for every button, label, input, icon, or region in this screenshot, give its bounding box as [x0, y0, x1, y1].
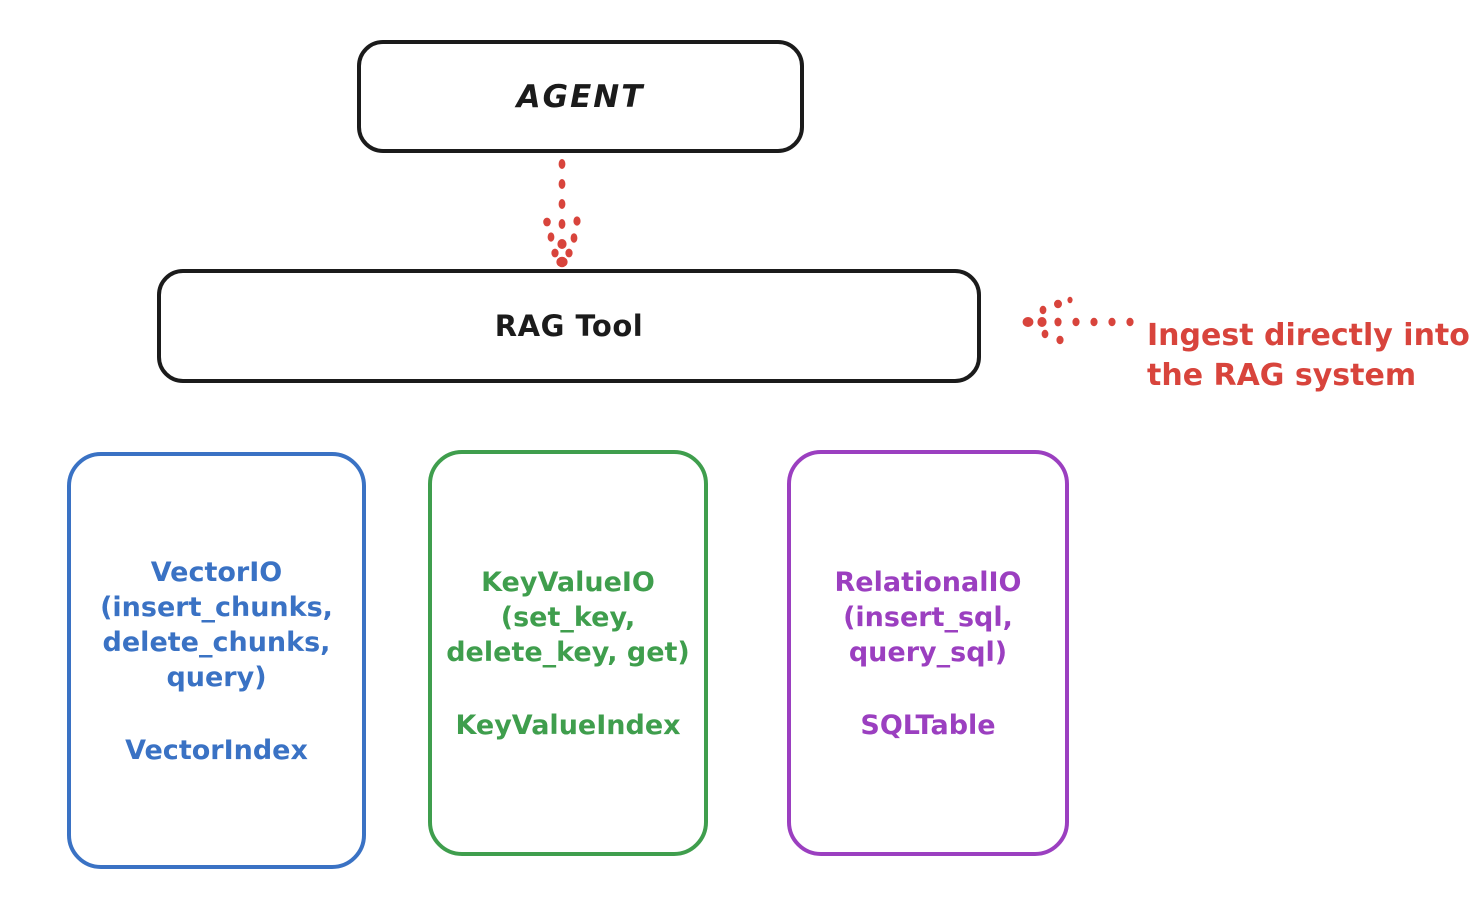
node-rag-tool[interactable]: RAG Tool	[157, 269, 981, 383]
node-key-value-io-sublabel: KeyValueIndex	[455, 710, 681, 742]
node-vector-io[interactable]: VectorIO (insert_chunks, delete_chunks, …	[67, 452, 366, 869]
node-rag-tool-label: RAG Tool	[494, 309, 644, 343]
node-relational-io-label: RelationalIO (insert_sql, query_sql)	[834, 566, 1022, 669]
node-relational-io[interactable]: RelationalIO (insert_sql, query_sql) SQL…	[787, 450, 1069, 856]
node-vector-io-sublabel: VectorIndex	[125, 735, 308, 767]
edge-agent-to-rag-tool-arrow	[543, 159, 581, 268]
node-vector-io-label: VectorIO (insert_chunks, delete_chunks, …	[100, 556, 333, 694]
annotation-ingest: Ingest directly into the RAG system	[1147, 276, 1477, 396]
node-relational-io-sublabel: SQLTable	[860, 710, 996, 742]
node-agent[interactable]: AGENT	[357, 40, 804, 153]
node-key-value-io[interactable]: KeyValueIO (set_key, delete_key, get) Ke…	[428, 450, 708, 856]
edge-ingest-arrow	[1022, 296, 1134, 345]
annotation-ingest-text: Ingest directly into the RAG system	[1147, 317, 1470, 393]
node-agent-label: AGENT	[516, 78, 645, 115]
node-key-value-io-label: KeyValueIO (set_key, delete_key, get)	[446, 566, 690, 669]
